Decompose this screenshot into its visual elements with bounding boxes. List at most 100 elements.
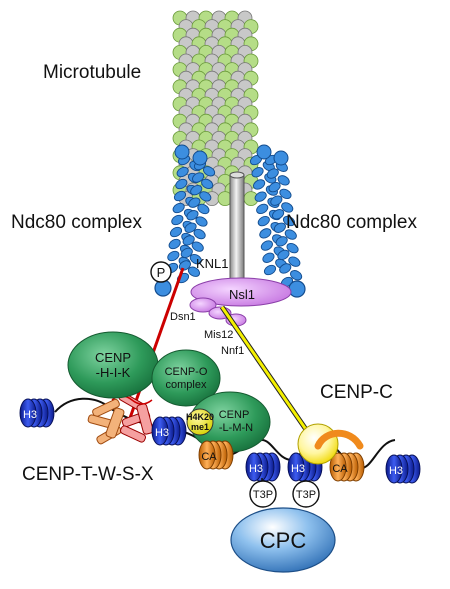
ndc80-coil-segment — [281, 202, 294, 213]
microtubule — [172, 10, 259, 207]
h4k20me1-circle — [186, 408, 214, 436]
ndc80-head — [192, 150, 208, 166]
cenp-c-arc — [314, 429, 364, 450]
ndc80-coil-segment — [201, 178, 214, 189]
ndc80-coil-segment — [167, 250, 180, 262]
label-cenp-c: CENP-C — [320, 382, 393, 403]
h3-label: H3 — [23, 409, 37, 421]
ndc80-head — [273, 150, 289, 166]
label-ndc80-left: Ndc80 complex — [11, 212, 142, 233]
ndc80-coil-segment — [251, 167, 264, 178]
cenp-t-linker — [128, 267, 185, 419]
ndc80-coil-segment — [192, 172, 205, 183]
cenpa-nucleosome-disc — [198, 440, 216, 470]
ndc80-coil-segment — [262, 252, 275, 263]
cenp-o-ellipse — [151, 349, 221, 407]
h3-label: H3 — [389, 465, 403, 477]
ndc80-coil-segment — [171, 214, 184, 226]
ndc80-coil-segment — [191, 241, 204, 252]
t3p-label-2: T3P — [296, 489, 316, 501]
ndc80-coil-segment — [288, 256, 301, 267]
label-mis12: Mis12 — [204, 329, 233, 341]
h4k20me1-label-2: me1 — [191, 422, 209, 432]
ndc80-coil-segment — [180, 247, 193, 259]
ndc80-head — [256, 144, 272, 160]
cenp-lmn-label-2: -L-M-N — [219, 422, 253, 434]
label-dsn1: Dsn1 — [170, 311, 196, 323]
ndc80-coils — [165, 144, 303, 288]
ndc80-coil-segment — [259, 228, 272, 239]
cenpa-nucleosome-disc — [329, 452, 347, 482]
label-knl1: KNL1 — [196, 256, 229, 271]
ndc80-coil-segment — [190, 184, 203, 196]
central-rod-top — [229, 171, 245, 179]
ndc80-coil-segment — [195, 216, 208, 227]
ndc80-coil-segment — [286, 242, 299, 254]
ndc80-tail-right — [288, 280, 306, 298]
ndc80-coil-segment — [184, 222, 197, 233]
ndc80-coil-segment — [279, 263, 292, 274]
ndc80-coil-segment — [186, 210, 199, 221]
ndc80-coil-segment — [275, 236, 288, 247]
ndc80-coil-segment — [188, 197, 201, 208]
ndc80-coil-segment — [279, 188, 292, 200]
ndc80-coil-segment — [290, 270, 303, 281]
label-microtubule: Microtubule — [43, 62, 141, 83]
cenp-hik-label-1: CENP — [95, 350, 131, 365]
ndc80-coil-segment — [272, 209, 285, 220]
ndc80-coil-segment — [182, 235, 195, 246]
label-cenp-twsx: CENP-T-W-S-X — [22, 464, 154, 485]
label-ndc80-right: Ndc80 complex — [286, 212, 417, 233]
ndc80-coil-segment — [197, 203, 210, 215]
ndc80-coil-segment — [199, 191, 212, 202]
ndc80-coil-segment — [277, 249, 290, 261]
ndc80-coil-segment — [254, 191, 267, 202]
ca-label: CA — [332, 463, 348, 475]
cenp-hik-label-2: -H-I-K — [96, 365, 131, 380]
ndc80-coil-segment — [256, 203, 269, 215]
h4k20me1-label-1: H4K20 — [186, 412, 214, 422]
h3-nucleosome-disc — [245, 452, 263, 482]
ndc80-coil-segment — [173, 190, 187, 202]
ndc80-coil-segment — [169, 226, 183, 238]
h3-nucleosome-disc — [151, 416, 169, 446]
ndc80-coil-segment — [268, 181, 281, 193]
ndc80-coil-segment — [263, 264, 277, 276]
cenp-o-label-2: complex — [166, 379, 207, 391]
ndc80-coil-segment — [168, 238, 181, 250]
ndc80-coil-segment — [257, 215, 270, 227]
t3p-circle-2 — [292, 480, 320, 508]
cpc-label: CPC — [260, 528, 307, 553]
h3-label: H3 — [155, 427, 169, 439]
ndc80-coil-segment — [266, 168, 279, 179]
ndc80-head — [174, 144, 190, 160]
h3-label: H3 — [291, 463, 305, 475]
cpc-ellipse — [230, 507, 336, 573]
ndc80-coil-segment — [193, 228, 206, 240]
h3-nucleosome-disc — [19, 398, 37, 428]
h3-nucleosome-disc — [385, 454, 403, 484]
h3-label: H3 — [249, 463, 263, 475]
cenp-lmn-label-1: CENP — [219, 409, 250, 421]
central-rod — [229, 174, 245, 294]
ndc80-coil-segment — [175, 178, 188, 190]
ndc80-coil-segment — [187, 266, 200, 277]
ndc80-coil-segment — [270, 195, 283, 206]
ndc80-coil-segment — [260, 240, 273, 251]
ca-label: CA — [201, 451, 217, 463]
ndc80-coil-segment — [277, 175, 290, 186]
cenp-twsx-cluster — [87, 392, 154, 445]
ndc80-coil-segment — [253, 179, 266, 190]
cenp-o-label-1: CENP-O — [165, 366, 208, 378]
phospho-label: P — [157, 265, 166, 280]
ndc80-coil-segment — [172, 202, 185, 214]
ndc80-coil-segment — [189, 254, 202, 265]
dsn1-blob — [189, 297, 217, 313]
label-nsl1: Nsl1 — [229, 287, 255, 302]
label-nnf1: Nnf1 — [221, 345, 244, 357]
t3p-label-1: T3P — [253, 489, 273, 501]
phospho-circle — [150, 261, 172, 283]
h3-nucleosome-disc — [287, 452, 305, 482]
